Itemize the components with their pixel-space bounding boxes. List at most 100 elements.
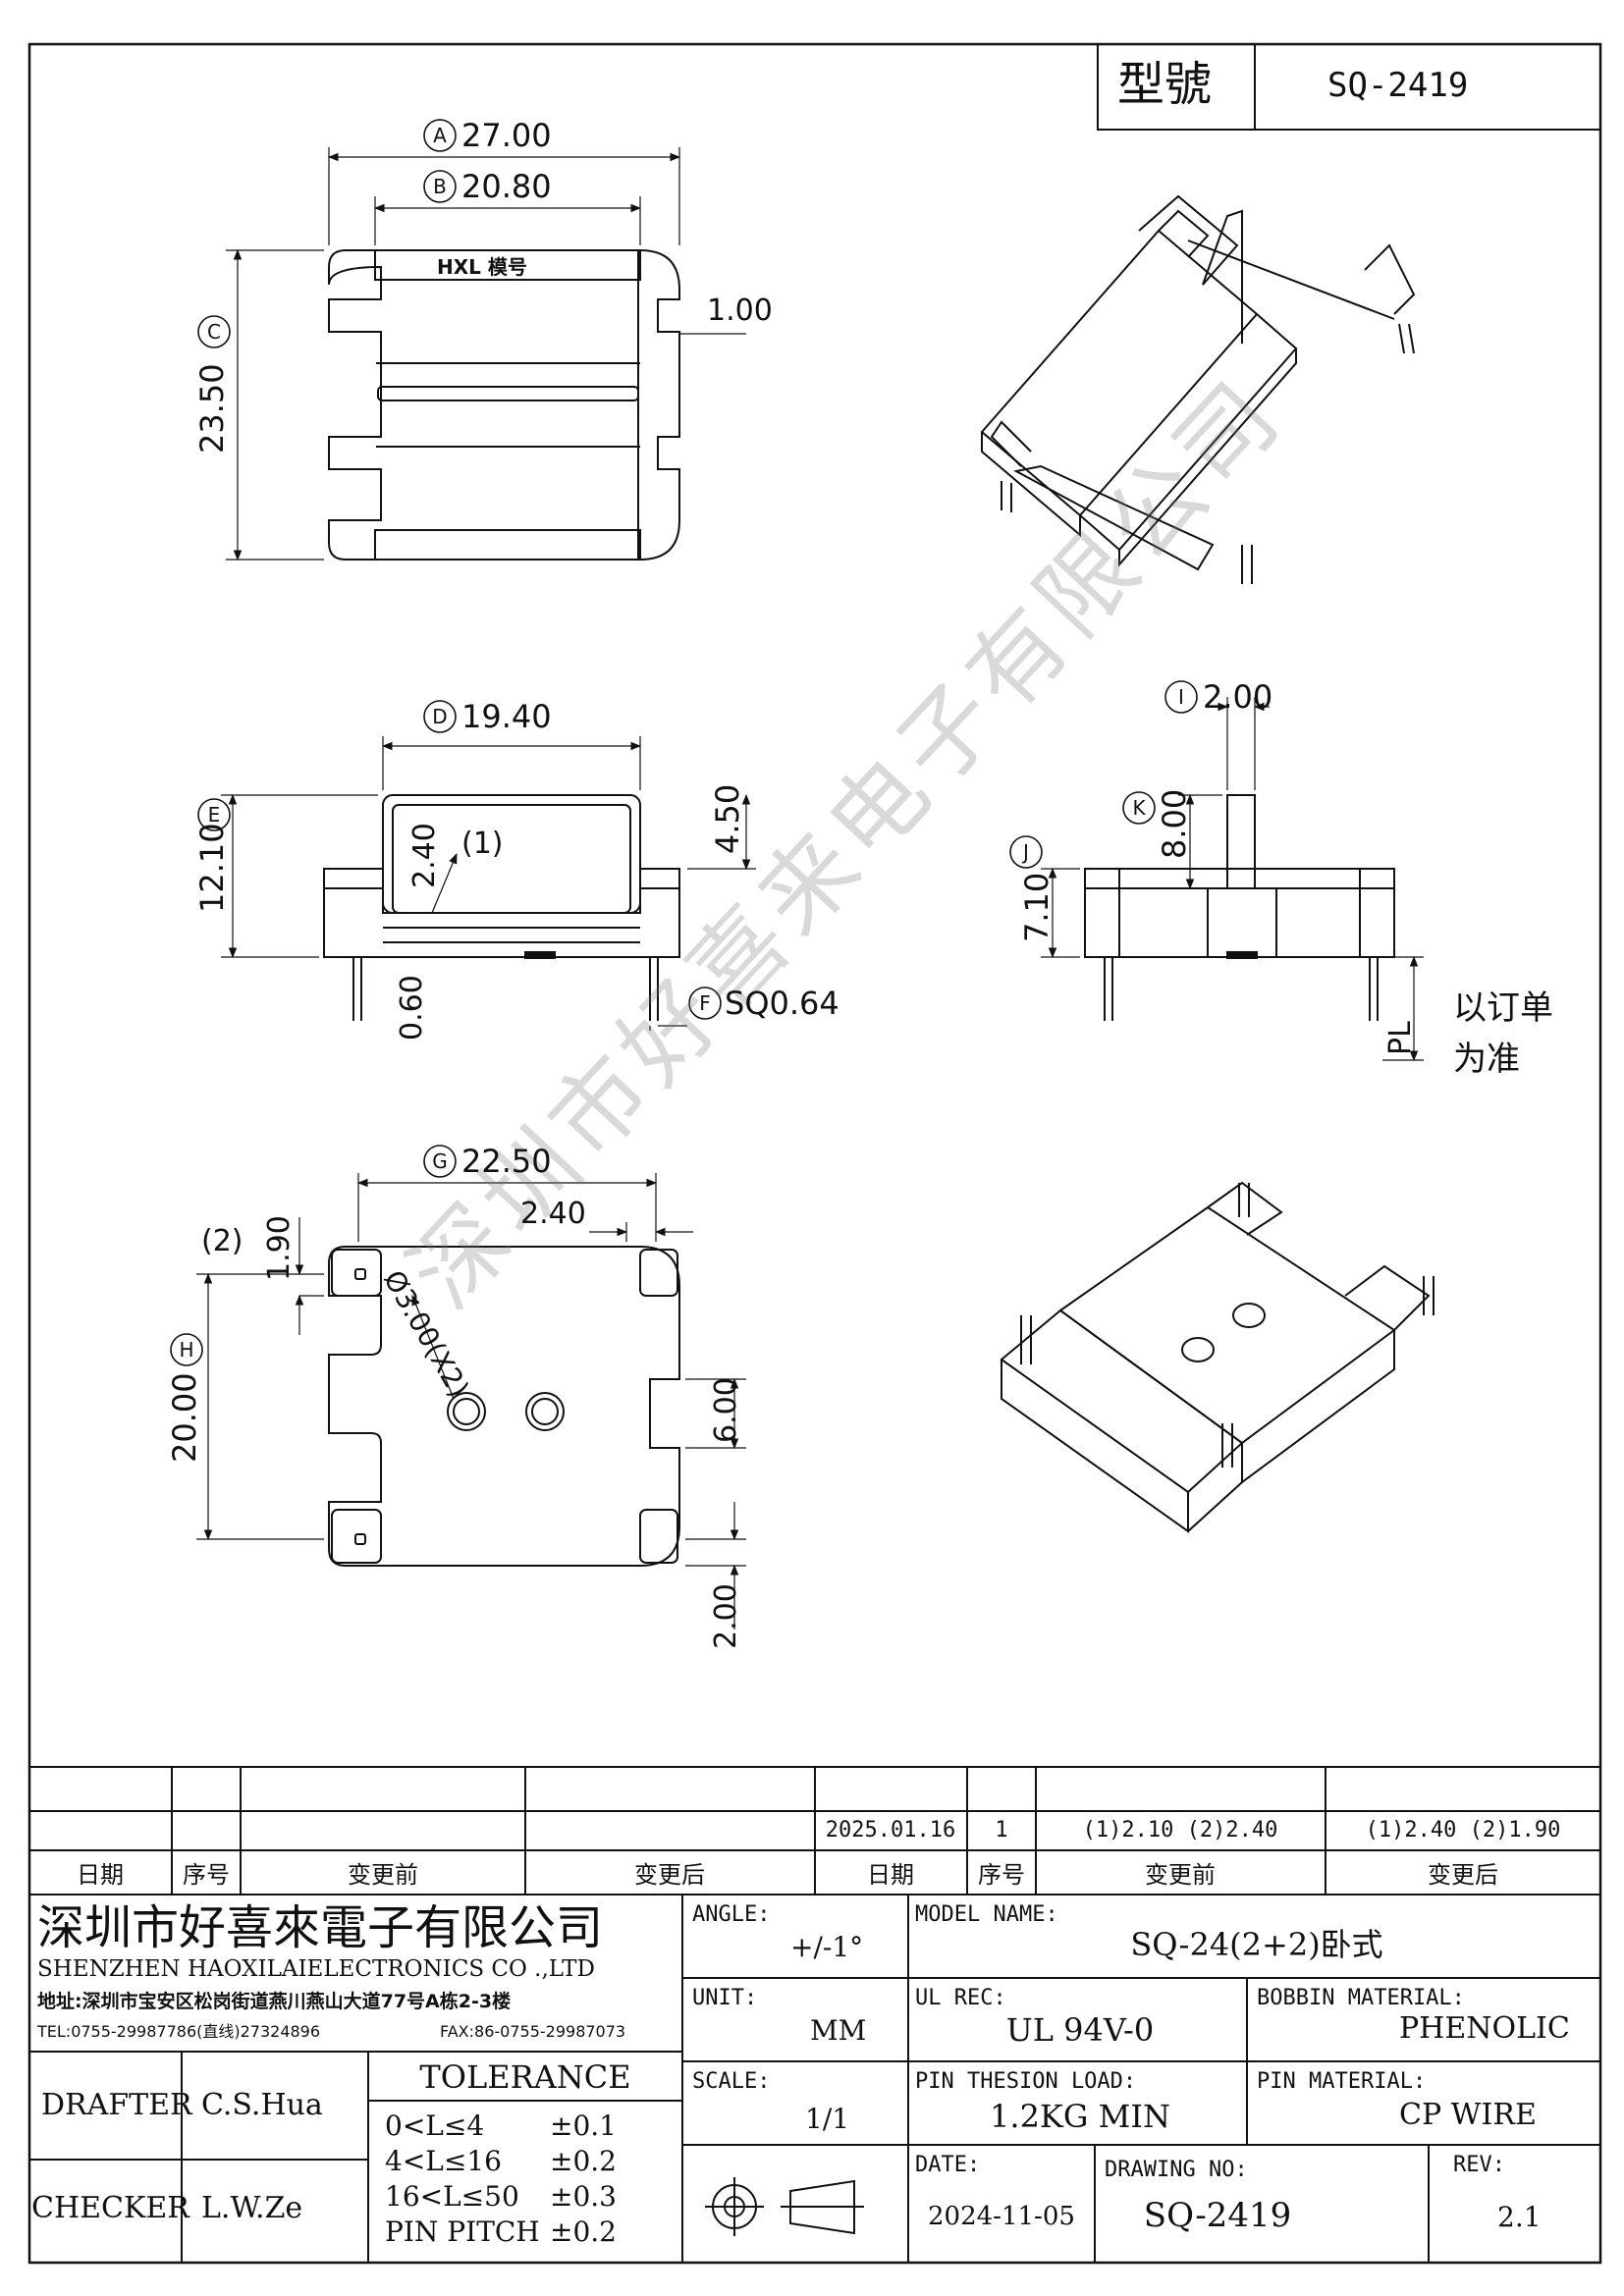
- circle-letter-e: E: [207, 803, 221, 827]
- company-address: 地址:深圳市宝安区松岗街道燕川燕山大道77号A栋2-3楼: [37, 1991, 512, 2012]
- dim-b-text: 20.80: [461, 168, 552, 205]
- rev-row-date: 2025.01.16: [825, 1818, 956, 1842]
- rev-header-seq-2: 序号: [978, 1861, 1025, 1889]
- rev-header-before-1: 变更前: [348, 1861, 418, 1889]
- tolerance-title: TOLERANCE: [419, 2058, 631, 2096]
- circle-letter-a: A: [433, 124, 447, 147]
- dim-small-text: 1.90: [262, 1215, 297, 1281]
- pl-note-line2: 为准: [1453, 1040, 1520, 1079]
- drawing-no-value: SQ-2419: [1143, 2196, 1292, 2235]
- dim-h-text: 20.00: [166, 1372, 203, 1463]
- tolerance-range-3: 16<L≤50: [385, 2180, 519, 2213]
- dim-top-text: 4.50: [709, 783, 746, 854]
- ul-rec-label: UL REC:: [915, 1986, 1006, 2010]
- dim-e-text: 12.10: [193, 823, 231, 913]
- company-name-cn: 深圳市好喜來電子有限公司: [37, 1900, 604, 1955]
- rev-value: 2.1: [1497, 2201, 1542, 2233]
- rev-header-before-2: 变更前: [1145, 1861, 1216, 1889]
- date-value: 2024-11-05: [928, 2202, 1075, 2231]
- circle-letter-k: K: [1132, 796, 1146, 820]
- checker-value: L.W.Ze: [201, 2191, 303, 2225]
- model-value: SQ-2419: [1327, 66, 1469, 105]
- rev-row-seq: 1: [995, 1818, 1008, 1842]
- rev-header-date-1: 日期: [77, 1861, 124, 1889]
- rev-label: REV:: [1453, 2153, 1505, 2177]
- circle-letter-b: B: [433, 175, 447, 198]
- dim-inner-text: 2.40: [520, 1197, 586, 1231]
- logo-text: HXL 模号: [437, 255, 527, 279]
- dim-g-text: 22.50: [461, 1143, 552, 1180]
- tolerance-range-1: 0<L≤4: [385, 2109, 485, 2142]
- model-name-label: MODEL NAME:: [915, 1902, 1058, 1927]
- tolerance-value-4: ±0.2: [550, 2216, 617, 2248]
- company-name-en: SHENZHEN HAOXILAIELECTRONICS CO .,LTD: [37, 1956, 595, 1982]
- bobbin-material-value: PHENOLIC: [1399, 2011, 1570, 2046]
- dim-k-text: 8.00: [1156, 788, 1193, 859]
- title-block: [29, 1895, 1600, 2263]
- iso-view-top: [980, 194, 1416, 584]
- side-view: [1041, 697, 1424, 1062]
- top-view-outline: [328, 249, 680, 561]
- drafter-label: DRAFTER: [41, 2088, 192, 2122]
- dim-side-text: 6.00: [709, 1377, 743, 1443]
- angle-label: ANGLE:: [692, 1902, 771, 1927]
- pl-label: PL: [1383, 1021, 1418, 1055]
- circle-letter-c: C: [207, 320, 221, 344]
- dim-pin-text: SQ0.64: [725, 985, 839, 1022]
- checker-label: CHECKER: [31, 2191, 189, 2225]
- iso-view-bottom: [1000, 1181, 1435, 1533]
- tolerance-value-3: ±0.3: [550, 2180, 617, 2213]
- dim-slot-text: 2.40: [407, 823, 442, 888]
- pin-load-label: PIN THESION LOAD:: [915, 2069, 1137, 2094]
- rev-row-after: (1)2.40 (2)1.90: [1365, 1818, 1561, 1842]
- circle-letter-f: F: [699, 991, 711, 1015]
- rev-header-after-1: 变更后: [634, 1861, 705, 1889]
- slot-note: (1): [461, 827, 504, 861]
- top-view: [226, 147, 746, 561]
- circle-letters: [170, 119, 1198, 1366]
- unit-value: MM: [810, 2014, 867, 2047]
- front-view: [221, 736, 756, 1031]
- dim-a-text: 27.00: [461, 117, 552, 154]
- date-label: DATE:: [915, 2153, 981, 2177]
- dim-side-gap: 1.00: [707, 294, 773, 328]
- circle-letter-i: I: [1178, 685, 1184, 709]
- rev-header-seq-1: 序号: [183, 1861, 230, 1889]
- company-fax: FAX:86-0755-29987073: [440, 2022, 626, 2041]
- ul-rec-value: UL 94V-0: [1005, 2011, 1155, 2049]
- rev-row-before: (1)2.10 (2)2.40: [1082, 1818, 1278, 1842]
- bottom-view: [196, 1173, 746, 1629]
- dim-i-text: 2.00: [1203, 678, 1273, 716]
- dim-bottom-text: 2.00: [709, 1583, 743, 1649]
- company-tel: TEL:0755-29987786(直线)27324896: [37, 2022, 321, 2041]
- angle-value: +/-1°: [790, 1931, 864, 1963]
- bobbin-material-label: BOBBIN MATERIAL:: [1257, 1986, 1465, 2010]
- circle-letter-d: D: [432, 705, 448, 728]
- dim-c-text: 23.50: [193, 363, 231, 454]
- rev-header-date-2: 日期: [867, 1861, 914, 1889]
- circle-letter-g: G: [432, 1149, 448, 1173]
- pin-load-value: 1.2KG MIN: [990, 2098, 1170, 2135]
- model-label: 型號: [1117, 57, 1213, 112]
- model-name-value: SQ-24(2+2)卧式: [1130, 1926, 1383, 1963]
- circle-letter-j: J: [1023, 840, 1029, 864]
- scale-value: 1/1: [805, 2103, 850, 2135]
- unit-label: UNIT:: [692, 1986, 758, 2010]
- note-2: (2): [201, 1224, 244, 1258]
- tolerance-value-2: ±0.2: [550, 2145, 617, 2177]
- rev-header-after-2: 变更后: [1428, 1861, 1498, 1889]
- tolerance-value-1: ±0.1: [550, 2109, 617, 2142]
- drafter-value: C.S.Hua: [201, 2088, 323, 2122]
- circle-letter-h: H: [179, 1338, 194, 1362]
- dim-d-text: 19.40: [461, 698, 552, 735]
- scale-label: SCALE:: [692, 2069, 771, 2094]
- dim-j-text: 7.10: [1018, 872, 1056, 942]
- outer-frame: [27, 42, 1602, 2265]
- dim-base-text: 0.60: [395, 975, 429, 1041]
- tolerance-range-4: PIN PITCH: [385, 2216, 540, 2248]
- revision-table: [29, 1766, 1600, 1896]
- pin-material-value: CP WIRE: [1399, 2098, 1537, 2132]
- drawing-no-label: DRAWING NO:: [1105, 2158, 1248, 2182]
- pl-note-line1: 以订单: [1453, 988, 1553, 1028]
